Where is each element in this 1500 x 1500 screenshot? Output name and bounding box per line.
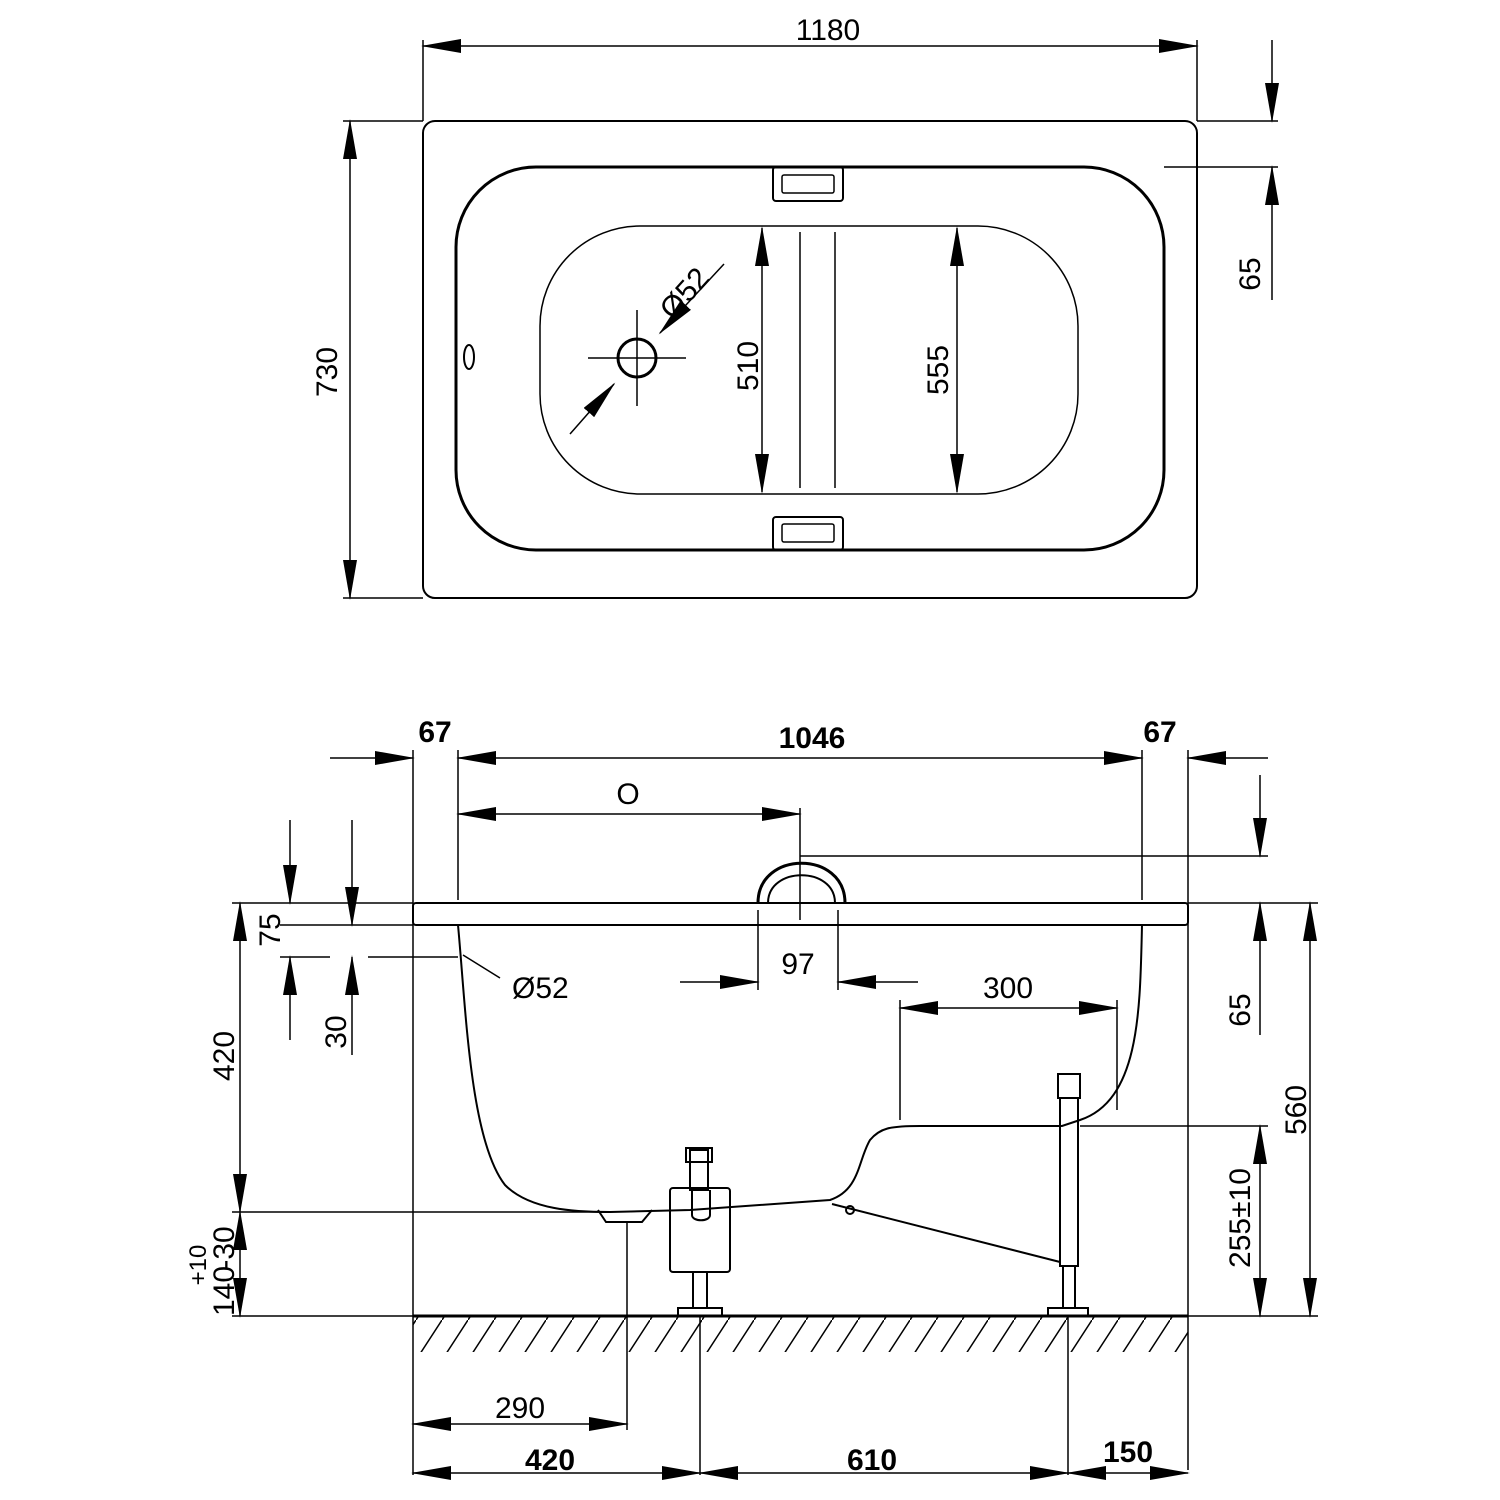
side-view: 67 1046 67 O 97 300 Ø52 75 30 [185,716,1318,1480]
inner-width-a-label: 510 [732,341,765,391]
drain-diameter-label: Ø52 [654,262,716,326]
foot-height-label: 140 [208,1266,241,1316]
right-support-leg-icon [831,1073,1089,1317]
total-height-label: 560 [1280,1085,1313,1135]
drain-icon [569,263,725,435]
tub-inner-edge [454,165,1166,552]
foot-tolerance-upper: +10 [185,1245,212,1286]
right-rim-offset-label: 65 [1224,993,1257,1026]
rim-thickness-label: 75 [254,913,287,946]
drain-outlet-icon [597,1209,653,1223]
overflow-diameter-label: Ø52 [512,972,569,1005]
leg-height-label: 255±10 [1224,1168,1257,1268]
width-label: 1180 [796,14,861,47]
handle-width-label: 97 [781,948,814,981]
overflow-position-label: O [616,778,639,811]
foot-tolerance-lower: -30 [208,1226,241,1269]
left-support-foot-icon [669,1147,731,1317]
drain-distance-label: 290 [495,1392,545,1425]
floor-hatch [413,1316,1188,1352]
rim-offset-label: 65 [1234,257,1267,290]
rim-left-label: 67 [418,716,451,749]
support-mid-label: 610 [847,1444,897,1477]
grab-handle-inner [767,874,836,904]
handle-top-icon [772,166,844,202]
tub-outer-rim [422,120,1198,599]
inner-length-label: 1046 [779,722,846,755]
support-left-label: 420 [525,1444,575,1477]
depth-label: 730 [311,347,344,397]
flat-section-label: 300 [983,972,1033,1005]
inner-width-b-label: 555 [922,345,955,395]
rim-right-label: 67 [1143,716,1176,749]
grab-handle-icon [756,861,847,904]
tub-depth-label: 420 [208,1031,241,1081]
overflow-height-label: 30 [320,1015,353,1048]
top-view: Ø52 1180 730 65 510 555 [311,14,1279,600]
overflow-icon [463,344,475,370]
handle-bottom-icon [772,516,844,551]
tub-floor-outline [539,225,1079,495]
support-right-label: 150 [1103,1436,1153,1469]
